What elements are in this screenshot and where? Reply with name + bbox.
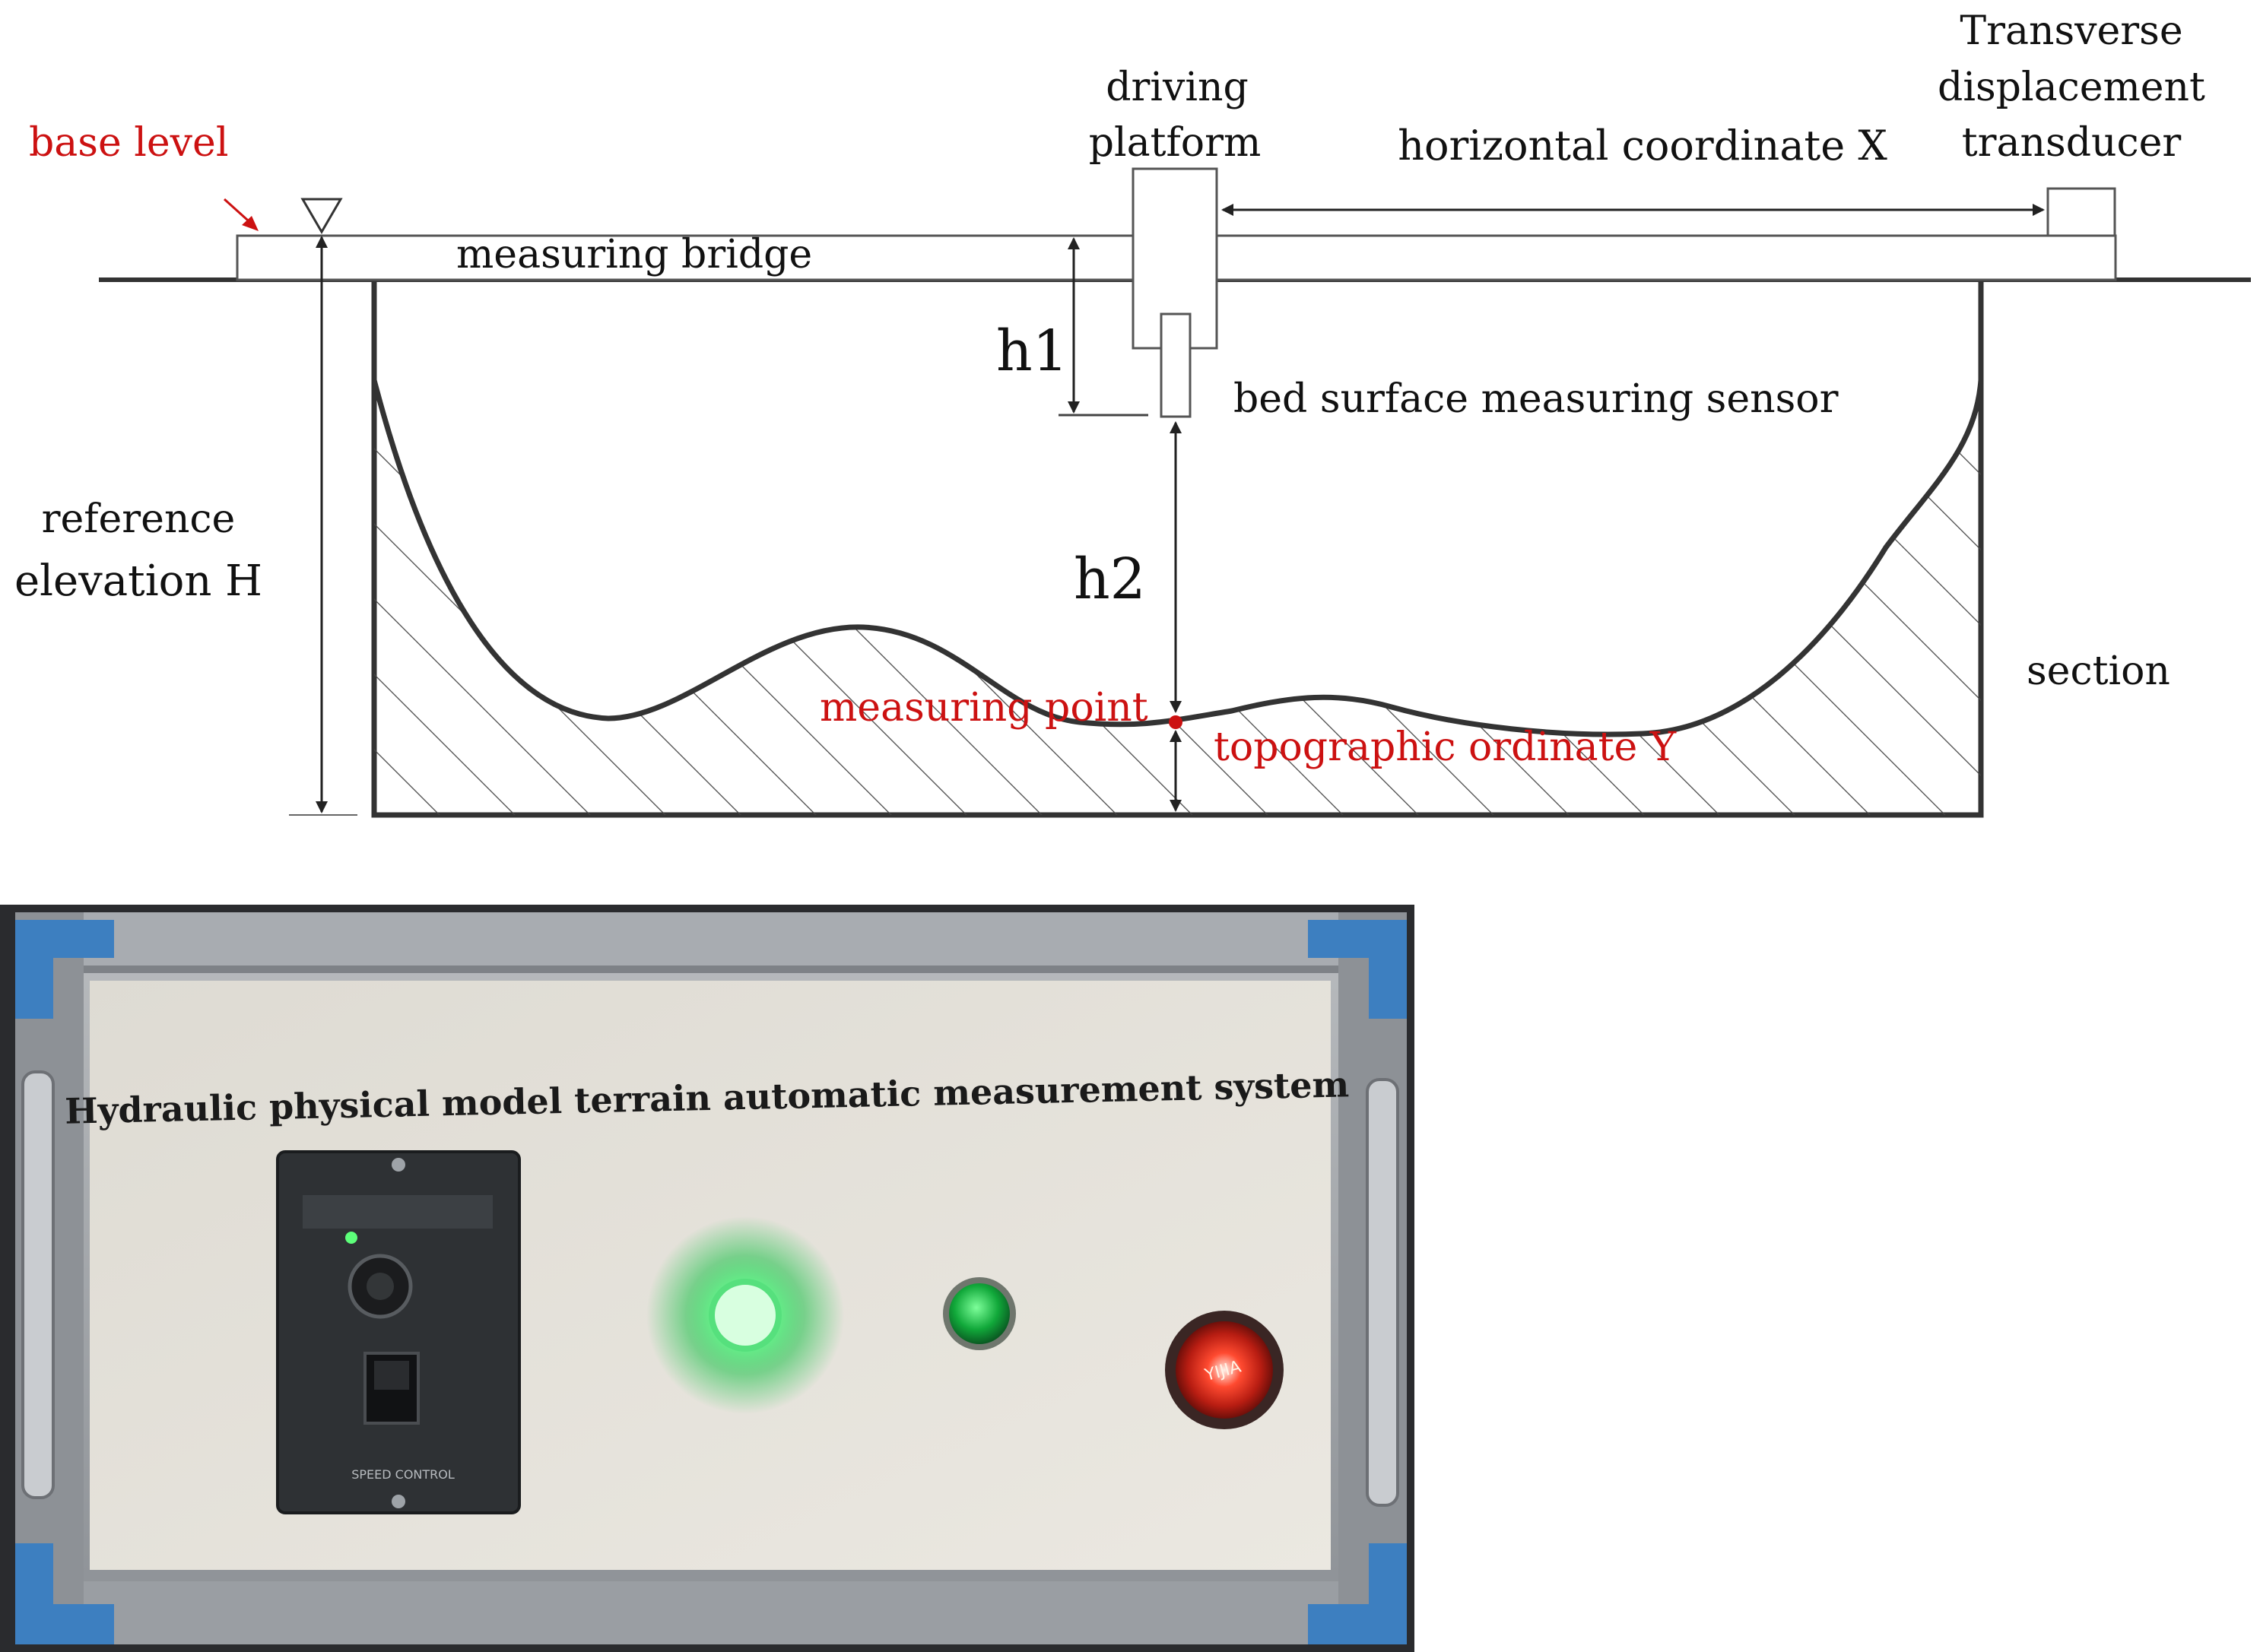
base-level-triangle [300,198,343,234]
corner-cap-bl [15,1543,114,1644]
green-lamp-body [949,1283,1010,1344]
transducer-box [2046,187,2116,237]
corner-cap-tl [15,920,114,1019]
base-level-pointer-head [242,216,259,231]
left-handle [21,1070,55,1499]
bed-surface-line [371,379,1984,737]
corner-cap-br [1308,1543,1407,1644]
corner-cap-tr [1308,920,1407,1019]
label-driving: driving [1106,65,1249,110]
label-reference: reference [42,496,236,542]
label-topographic-ordinate: topographic ordinate Y [1214,725,1677,770]
right-handle [1366,1078,1399,1507]
label-displacement: displacement [1938,65,2205,110]
label-section: section [2027,648,2170,694]
terrain-measurement-diagram: base level driving platform horizontal c… [14,8,2251,818]
label-elevation-h: elevation H [14,556,262,606]
label-base-level: base level [29,120,228,166]
green-lamp-on [709,1279,782,1352]
speed-controller: SPEED CONTROL [276,1150,521,1514]
label-bed-sensor: bed surface measuring sensor [1233,376,1839,422]
label-h2: h2 [1074,547,1146,612]
label-horizontal-coordinate: horizontal coordinate X [1398,122,1887,170]
measuring-point-dot [1169,715,1182,729]
label-measuring-point: measuring point [820,685,1148,731]
label-transducer: transducer [1962,120,2182,166]
label-measuring-bridge: measuring bridge [456,232,812,277]
sediment-bed [374,380,1981,815]
label-transverse: Transverse [1960,8,2182,54]
controller-indicator-led [345,1232,357,1244]
controller-label: SPEED CONTROL [351,1467,455,1482]
bed-sensor-rod [1160,312,1192,418]
red-lamp [1176,1321,1273,1419]
label-h1: h1 [996,319,1068,384]
label-platform: platform [1089,120,1262,166]
control-panel-photo: Hydraulic physical model terrain automat… [0,905,1414,1652]
